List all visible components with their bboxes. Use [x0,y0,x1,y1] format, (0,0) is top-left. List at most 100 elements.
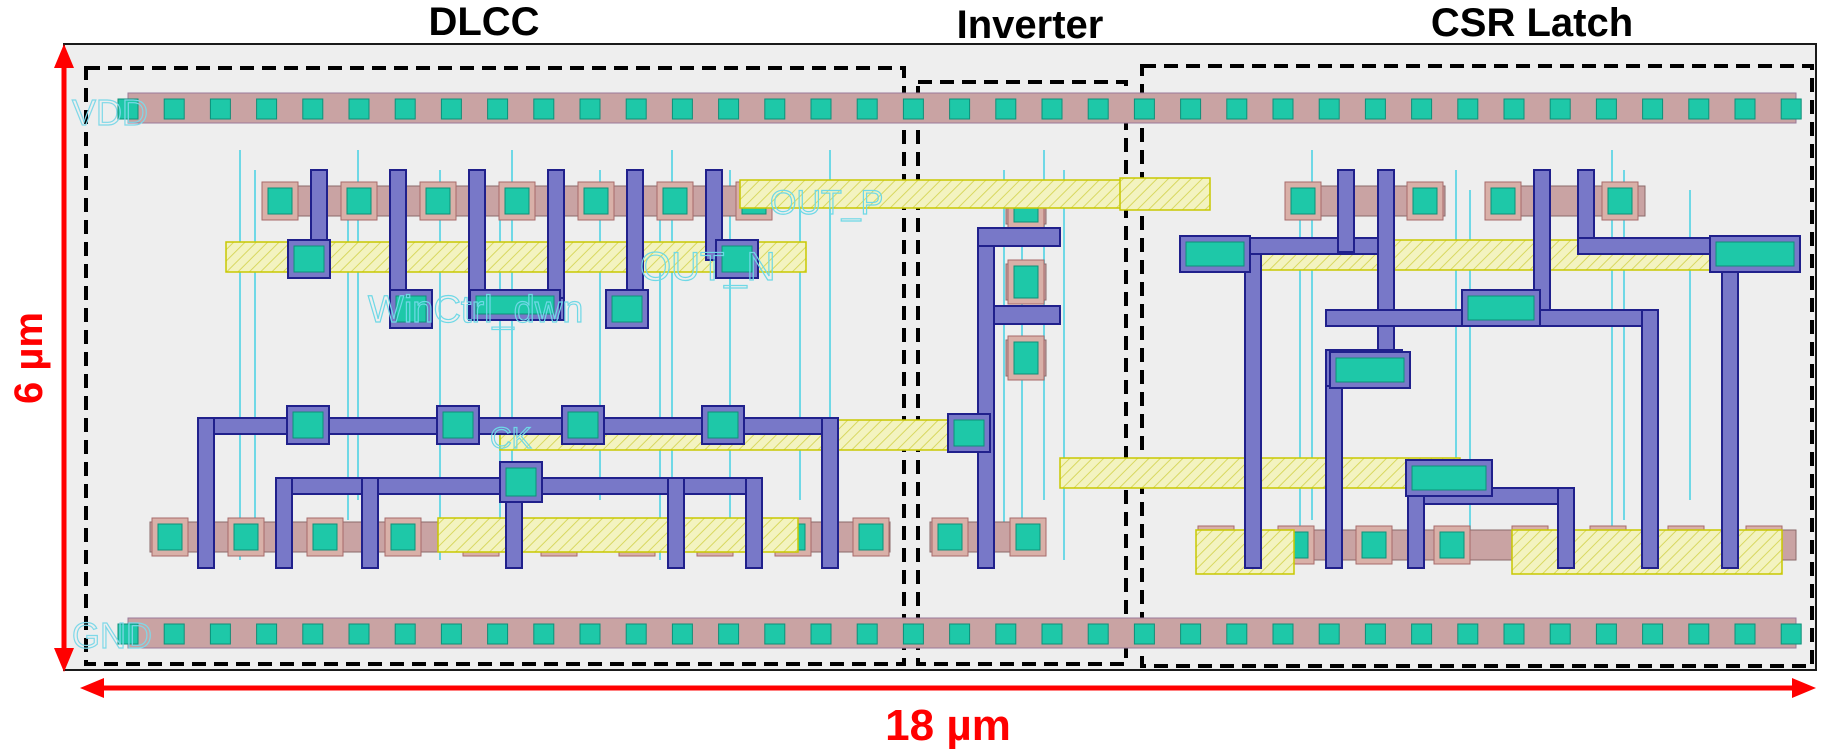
section-title-inverter: Inverter [957,3,1104,47]
metal1-bus [667,477,685,569]
metal2-wire [739,179,1153,209]
via-contact [442,411,474,439]
diffusion-contact [1015,523,1041,551]
rail-contact [1595,623,1617,645]
diffusion-contact [858,523,884,551]
diffusion-contact [1490,187,1516,215]
rail-contact [856,623,878,645]
rail-contact [949,98,971,120]
rail-contact [1503,98,1525,120]
diffusion-contact [312,523,338,551]
diffusion-contact [662,187,688,215]
rail-contact [902,623,924,645]
diffusion-contact [1013,265,1039,299]
rail-contact [810,623,832,645]
width-arrow-head-right [1792,678,1816,698]
width-dimension: 18 µm [80,678,1816,750]
rail-contact [1087,98,1109,120]
metal1-latch [1337,169,1355,253]
metal1-latch [1721,237,1739,569]
rail-contact [163,98,185,120]
metal1-latch [1377,169,1395,371]
rail-contact [1549,98,1571,120]
rail-contact [1041,623,1063,645]
metal1-bus [745,477,763,569]
via-contact [1715,241,1795,267]
metal1-bus [197,417,215,569]
metal1-inverter-gate [977,227,1061,247]
via-contact [1467,295,1535,321]
rail-contact [718,623,740,645]
metal1-inverter-gate [977,227,995,569]
rail-contact [487,623,509,645]
diffusion-contact [346,187,372,215]
rail-contact [117,623,139,645]
rail-contact [1411,623,1433,645]
csr-latch-section-box [1140,64,1814,668]
height-label: 6 µm [7,312,51,404]
rail-contact [1041,98,1063,120]
via-contact [611,295,643,323]
rail-contact [810,98,832,120]
rail-contact [1318,623,1340,645]
height-arrow-head-bottom [54,648,74,672]
via-contact [721,245,753,273]
rail-contact [1087,623,1109,645]
metal1-bus [275,477,293,569]
diffusion-contact [157,523,183,551]
metal1-bus [361,477,379,569]
via-contact [953,419,985,447]
width-arrow-head-left [80,678,104,698]
rail-contact [1411,98,1433,120]
height-arrow-head-top [54,44,74,68]
rail-contact [117,98,139,120]
rail-contact [579,98,601,120]
rail-contact [1318,98,1340,120]
metal1-gate [705,169,723,261]
rail-contact [1549,623,1571,645]
via-contact [1185,241,1245,267]
rail-contact [1595,98,1617,120]
via-contact [395,295,427,323]
rail-contact [487,98,509,120]
diffusion-contact [233,523,259,551]
inverter-section-box [916,80,1128,666]
diffusion-contact [1412,187,1438,215]
win-ctrl-label: WinCtrl_dwn [368,289,583,331]
rail-contact [625,98,647,120]
rail-contact [1364,98,1386,120]
diffusion-contact [1290,187,1316,215]
rail-contact [902,98,924,120]
rail-contact [1180,98,1202,120]
via-contact [1335,357,1405,383]
metal1-latch [1244,237,1262,569]
rail-contact [718,98,740,120]
metal1-latch [1325,367,1343,569]
rail-contact [533,623,555,645]
metal1-latch [1407,487,1425,569]
rail-contact [1180,623,1202,645]
via-contact [1411,465,1487,491]
height-dimension: 6 µm [7,44,74,672]
rail-contact [1734,98,1756,120]
rail-contact [625,623,647,645]
rail-contact [302,623,324,645]
rail-contact [579,623,601,645]
metal2-wire [437,517,799,553]
diffusion-contact [583,187,609,215]
rail-contact [256,98,278,120]
out-n-label: OUT_N [640,245,776,289]
rail-contact [1642,98,1664,120]
rail-contact [1688,623,1710,645]
rail-contact [1133,623,1155,645]
rail-contact [1272,98,1294,120]
rail-contact [764,98,786,120]
rail-contact [1642,623,1664,645]
rail-contact [1780,98,1802,120]
rail-contact [1364,623,1386,645]
metal1-inverter-gate [993,305,1061,325]
rail-contact [1503,623,1525,645]
rail-contact [348,623,370,645]
via-contact [475,295,555,315]
